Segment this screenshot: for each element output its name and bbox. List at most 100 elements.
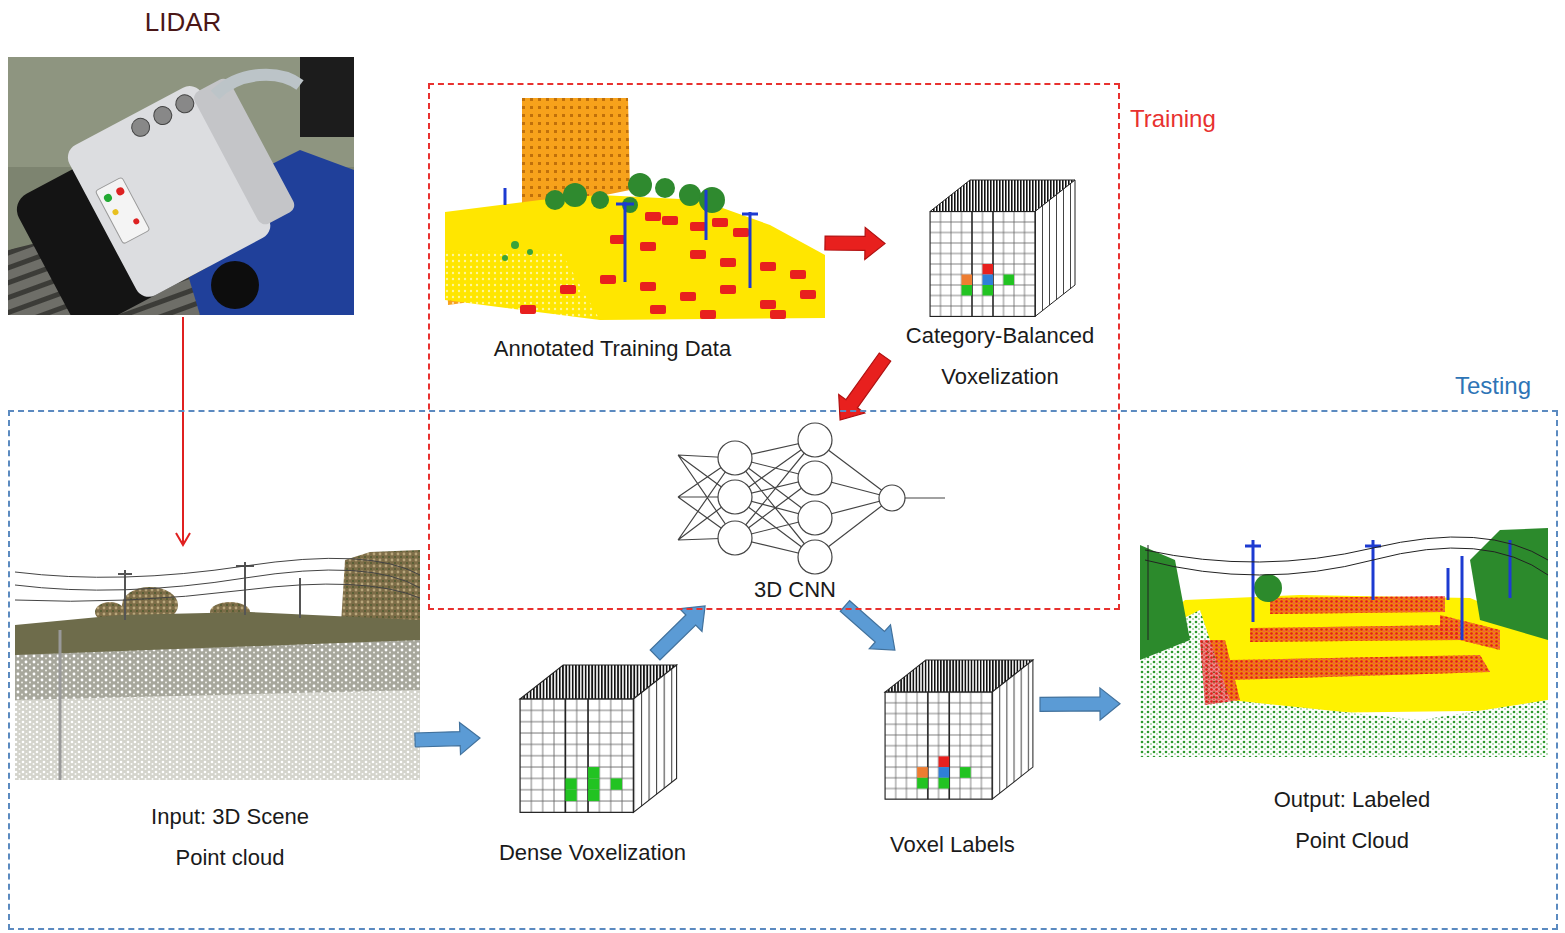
voxel-cube	[939, 778, 950, 789]
voxel-cube	[588, 778, 599, 789]
input-point-cloud	[59, 630, 62, 780]
annotated-point-cloud	[591, 191, 609, 209]
labeled-point-cloud	[1245, 540, 1510, 640]
annotated-point-cloud	[680, 292, 696, 301]
annotated-point-cloud	[690, 250, 706, 259]
annotated-point-cloud	[640, 242, 656, 251]
annotated-point-cloud	[679, 184, 701, 206]
voxel-cube	[1004, 275, 1015, 286]
lidar-photo	[8, 57, 354, 315]
labeled-point-cloud	[1200, 596, 1500, 705]
input-point-cloud	[15, 558, 420, 601]
figure-panel: Dense Voxelization	[480, 655, 705, 870]
labeled-point-cloud	[1447, 568, 1450, 600]
figure-caption: Voxel Labels	[890, 830, 1015, 860]
voxel-cube	[885, 660, 1033, 799]
figure-panel: Output: Labeled Point Cloud	[1120, 525, 1550, 863]
voxel-cube	[960, 767, 971, 778]
labeled-point-cloud	[1245, 545, 1261, 548]
voxel-cube	[983, 275, 994, 286]
annotated-point-cloud	[742, 213, 758, 216]
labeled-point-cloud	[1270, 596, 1445, 614]
labeled-point-cloud	[1470, 528, 1548, 640]
voxel-cube	[588, 790, 599, 801]
voxel-cube	[885, 660, 1033, 799]
annotated-point-cloud	[655, 178, 675, 198]
region-label: Testing	[1455, 372, 1531, 400]
input-point-cloud	[15, 558, 420, 577]
annotated-point-cloud	[733, 228, 749, 237]
figure-caption: LIDAR	[145, 7, 222, 37]
voxel-cube	[917, 778, 928, 789]
neural-network	[678, 423, 945, 574]
labeled-point-cloud	[1140, 528, 1548, 757]
annotated-point-cloud	[505, 188, 758, 288]
figure-panel: Category-Balanced Voxelization	[885, 175, 1115, 397]
annotated-point-cloud	[527, 249, 533, 255]
figure-caption: Category-Balanced Voxelization	[885, 315, 1115, 397]
annotated-point-cloud	[520, 305, 536, 314]
voxel-cube	[565, 790, 576, 801]
annotated-point-cloud	[522, 98, 630, 212]
labeled-point-cloud	[1145, 537, 1548, 562]
figure-panel: Voxel Labels	[865, 650, 1040, 862]
voxel-cube	[939, 767, 950, 778]
labeled-point-cloud	[1252, 540, 1255, 622]
labeled-point-cloud	[1250, 625, 1462, 642]
input-point-cloud	[118, 573, 132, 575]
neural-network	[798, 501, 832, 535]
voxel-cube	[930, 180, 1075, 317]
annotated-point-cloud	[712, 218, 728, 227]
labeled-point-cloud	[1461, 556, 1464, 640]
region-label: Training	[1130, 105, 1216, 133]
labeled-point-cloud	[1148, 545, 1149, 640]
annotated-point-cloud	[760, 262, 776, 271]
input-point-cloud	[299, 578, 301, 618]
voxel-cube	[983, 264, 994, 275]
network-panel: 3D CNN	[660, 420, 930, 606]
thin-arrow	[176, 317, 190, 545]
voxel-cube	[962, 285, 973, 296]
lidar-photo	[95, 177, 150, 244]
annotated-point-cloud	[690, 222, 706, 231]
lidar-photo	[8, 67, 302, 315]
annotated-point-cloud	[545, 190, 565, 210]
annotated-point-cloud	[662, 216, 678, 225]
annotated-point-cloud	[445, 195, 825, 320]
training-region: TrainingAnnotated Training DataCategory-…	[428, 83, 1120, 610]
annotated-point-cloud	[520, 212, 816, 319]
figure-caption: Output: Labeled Point Cloud	[1265, 779, 1440, 861]
labeled-point-cloud	[1230, 655, 1490, 680]
lidar-photo	[211, 261, 259, 309]
input-point-cloud	[15, 640, 420, 780]
annotated-point-cloud	[770, 310, 786, 319]
lidar-photo	[215, 75, 300, 95]
neural-network	[815, 440, 945, 557]
annotated-point-cloud	[800, 290, 816, 299]
labeled-point-cloud	[1372, 540, 1375, 600]
block-arrow	[650, 606, 705, 660]
figure-caption: Dense Voxelization	[499, 838, 686, 868]
lidar-photo	[115, 186, 126, 197]
labeled-point-cloud	[1254, 574, 1282, 602]
annotated-point-cloud	[560, 285, 576, 294]
input-point-cloud	[15, 550, 420, 780]
annotated-point-cloud	[720, 285, 736, 294]
annotated-point-cloud	[705, 190, 708, 240]
input-point-cloud	[244, 562, 246, 615]
annotated-point-cloud	[760, 300, 776, 309]
lidar-photo	[191, 76, 297, 227]
annotated-point-cloud	[645, 212, 661, 221]
input-point-cloud	[15, 690, 420, 780]
lidar-photo	[128, 115, 152, 139]
annotated-point-cloud	[563, 183, 587, 207]
lidar-photo	[300, 57, 354, 137]
labeled-point-cloud	[1509, 540, 1512, 598]
labeled-point-cloud	[1250, 625, 1462, 642]
annotated-point-cloud	[502, 255, 508, 261]
annotated-point-cloud	[650, 305, 666, 314]
annotated-point-cloud	[699, 187, 725, 213]
lidar-photo	[103, 192, 114, 203]
input-point-cloud	[15, 570, 420, 590]
block-arrow	[1040, 688, 1120, 720]
